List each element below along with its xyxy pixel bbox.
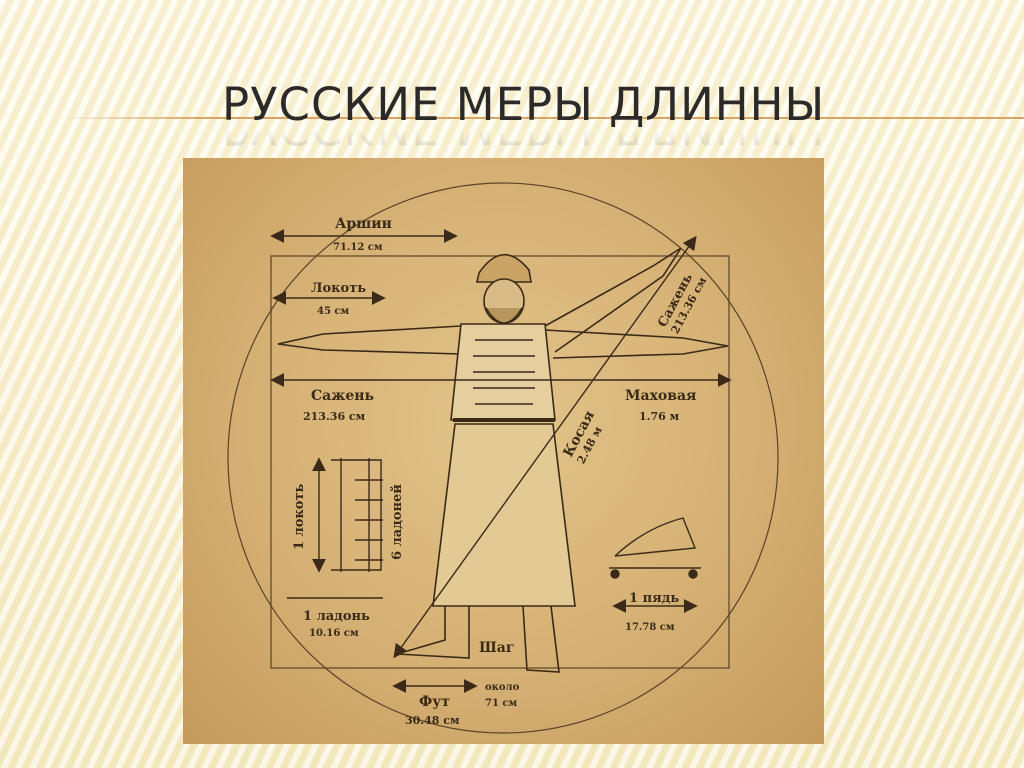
one-lokot-label: 1 локоть — [292, 483, 307, 550]
poster-drawing: Аршин 71.12 см Локоть 45 см Сажень 213.3… — [227, 182, 779, 734]
pyad-value: 17.78 см — [625, 622, 675, 633]
fut-value: 30.48 см — [405, 714, 460, 727]
slide-title: РУССКИЕ МЕРЫ ДЛИННЫ — [222, 78, 826, 131]
six-ladoney-label: 6 ладоней — [390, 484, 405, 560]
arshin-value: 71.12 см — [333, 242, 383, 253]
makhovaya-label: Маховая — [625, 388, 696, 404]
arshin-label: Аршин — [335, 216, 392, 232]
shag-value: 71 см — [485, 698, 517, 709]
title-underline — [60, 117, 1024, 119]
fut-label: Фут — [419, 694, 450, 710]
shag-note: около — [485, 682, 520, 693]
sazhen-label: Сажень — [311, 388, 374, 404]
ladon-label: 1 ладонь — [303, 609, 370, 624]
ladon-value: 10.16 см — [309, 628, 359, 639]
frame-circle — [227, 182, 779, 734]
shag-label: Шаг — [479, 640, 514, 656]
measures-poster: Аршин 71.12 см Локоть 45 см Сажень 213.3… — [183, 158, 824, 744]
lokot-label: Локоть — [311, 281, 366, 296]
pyad-label: 1 пядь — [629, 591, 679, 606]
kosaya-dimension — [393, 235, 697, 659]
makhovaya-value: 1.76 м — [639, 410, 680, 423]
forearm-sketch — [331, 458, 383, 572]
hand-span-sketch — [609, 517, 701, 579]
lokot-value: 45 см — [317, 306, 349, 317]
sazhen-value: 213.36 см — [303, 410, 366, 423]
